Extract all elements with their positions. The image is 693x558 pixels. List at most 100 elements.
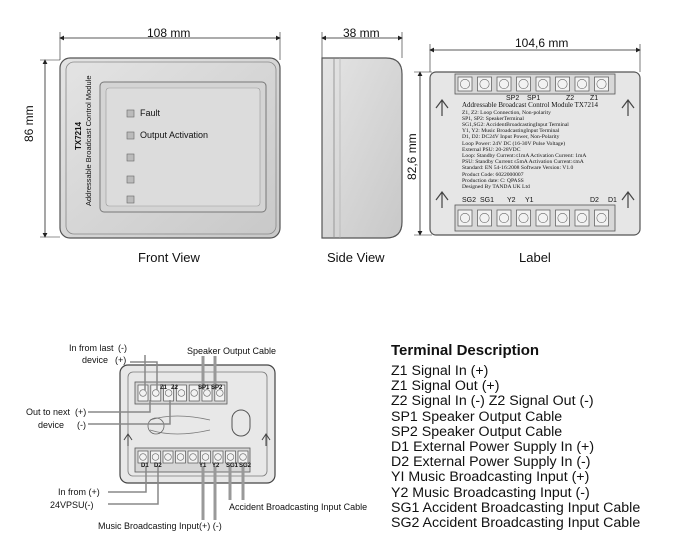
wiring-terminal-screw-head: [239, 453, 247, 461]
led-5: [126, 195, 135, 204]
label-terminal-screw-head: [538, 213, 548, 223]
wiring-terminal-screw-head: [189, 453, 197, 461]
label-spec-line: Z1, Z2: Loop Connection, Non-polarity: [462, 109, 551, 116]
label-terminal-screw: [594, 209, 609, 227]
front-width-dimension: 108 mm: [147, 26, 191, 40]
wiring-term-z1: Z1: [160, 385, 168, 391]
label-housing: [429, 71, 641, 236]
in-from-last-plus: (+): [115, 355, 127, 365]
speaker-output-cable-label: Speaker Output Cable: [187, 346, 277, 356]
wiring-terminal-screw: [163, 384, 174, 402]
wiring-terminal-screw-head: [214, 453, 222, 461]
wiring-terminal-screw-head: [177, 389, 186, 397]
wiring-term-d2: D2: [154, 463, 162, 469]
wiring-term-z2: Z2: [171, 385, 179, 391]
label-terminal-screw: [516, 209, 531, 227]
terminal-description-item: D2 External Power Supply In (-): [391, 454, 591, 471]
wiring-term-sp2: SP2: [211, 385, 223, 391]
in-from-last-minus: (-): [118, 343, 127, 353]
label-spec-line: SP1, SP2: SpeakerTerminal: [462, 115, 524, 122]
label-terminal-screw-head: [479, 79, 490, 89]
out-to-next-minus: (-): [77, 420, 86, 430]
wiring-terminal-screw: [150, 450, 161, 464]
out-to-next-plus: (+): [75, 407, 87, 417]
led-4: [126, 175, 135, 184]
psu-label: 24VPSU(-): [50, 500, 94, 510]
wiring-terminal-screw: [225, 450, 236, 464]
wiring-terminal-screw-head: [139, 389, 147, 397]
label-top-term-z2: Z2: [566, 95, 575, 102]
wiring-terminal-screw-head: [151, 453, 160, 461]
front-view-caption: Front View: [138, 250, 200, 265]
terminal-description-item: Z1 Signal In (+): [391, 363, 489, 379]
wiring-term-y2: Y2: [212, 463, 220, 469]
label-terminal-screw-head: [499, 79, 509, 89]
label-spec-line: Loop Power: 24V DC (16-30V Pulse Voltage…: [462, 140, 566, 147]
label-terminal-screw-head: [479, 213, 490, 223]
wiring-terminal-screw: [200, 450, 211, 464]
terminal-description-list: Z1 Signal In (+) Z1 Signal Out (+) Z2 Si…: [391, 363, 641, 532]
label-spec-line: Production date: C: QPASS: [462, 177, 524, 184]
output-led: [126, 131, 135, 140]
front-product-text: Addressable Broadcast Control Module: [84, 75, 93, 207]
fault-label: Fault: [140, 108, 161, 118]
side-view-caption: Side View: [327, 250, 385, 265]
terminal-description-item: SG2 Accident Broadcasting Input Cable: [391, 515, 641, 532]
side-width-dimension: 38 mm: [343, 26, 380, 40]
label-width-dimension: 104,6 mm: [515, 36, 569, 50]
wiring-terminal-screw: [187, 450, 199, 464]
label-terminal-screw-head: [577, 79, 587, 89]
label-spec-line: D1, D2: DC24V Input Power, Non-Polarity: [462, 134, 560, 141]
label-top-term-sp1: SP1: [527, 95, 541, 102]
out-to-next-device: device: [38, 420, 65, 430]
label-bot-term-sg2: SG2: [462, 197, 477, 204]
label-spec-line: PSU: Standby Current:≤5mA Activation Cur…: [462, 159, 584, 166]
terminal-description-item: Z1 Signal Out (+): [391, 378, 500, 395]
led-3: [126, 153, 135, 162]
label-terminal-screw-head: [538, 79, 548, 89]
label-terminal-screw-head: [596, 213, 607, 223]
wiring-terminal-screw-head: [226, 453, 235, 461]
in-from-psu-label: In from (+): [58, 487, 100, 497]
label-bottom-terminal-block: [454, 204, 616, 232]
label-view: [414, 44, 641, 236]
side-view: [321, 32, 403, 239]
label-spec-line: Loop: Standby Current:≤1mA Activation Cu…: [462, 152, 587, 159]
label-spec-line: Standard: EN 54-16:2008 Software Version…: [462, 165, 574, 172]
accident-input-label: Accident Broadcasting Input Cable: [229, 502, 368, 512]
wiring-diagram: [88, 355, 276, 520]
label-height-dimension: 82,6 mm: [405, 133, 419, 180]
wiring-terminal-screw: [150, 384, 162, 402]
terminal-description-title: Terminal Description: [391, 342, 540, 359]
in-from-last-label: In from last: [69, 343, 114, 353]
terminal-description-item: Y2 Music Broadcasting Input (-): [391, 484, 590, 501]
label-terminal-screw-head: [557, 79, 568, 89]
label-terminal-screw-head: [460, 213, 470, 223]
wiring-terminal-screw: [137, 450, 149, 464]
label-spec-line: Y1, Y2: Music BroadcastingInput Terminal: [462, 128, 560, 135]
wiring-terminal-screw: [176, 384, 187, 402]
wiring-terminal-screw: [201, 384, 213, 402]
wiring-terminal-screw-head: [190, 389, 198, 397]
wiring-terminal-screw: [237, 450, 249, 464]
terminal-description-item: YI Music Broadcasting Input (+): [391, 469, 590, 486]
label-model: TX7214: [574, 101, 598, 109]
label-terminal-screw: [535, 209, 551, 227]
label-terminal-screw: [574, 209, 590, 227]
terminal-description-item: D1 External Power Supply In (+): [391, 439, 595, 456]
music-input-label: Music Broadcasting Input(+) (-): [98, 521, 222, 531]
fault-led: [126, 109, 135, 118]
wiring-terminal-screw-head: [176, 453, 185, 461]
wiring-term-sg2: SG2: [239, 463, 252, 469]
wiring-terminal-screw-head: [139, 453, 147, 461]
label-bot-term-y2: Y2: [507, 197, 516, 204]
front-height-dimension: 86 mm: [22, 105, 36, 142]
label-spec-line: External PSU: 20-28VDC: [462, 146, 521, 153]
front-model-text: TX7214: [74, 121, 83, 150]
label-top-term-sp2: SP2: [506, 95, 520, 102]
label-terminal-screw: [555, 209, 570, 227]
terminal-description-item: SG1 Accident Broadcasting Input Cable: [391, 499, 641, 516]
label-terminal-screw-head: [596, 79, 607, 89]
terminal-description-item: SP1 Speaker Output Cable: [391, 408, 563, 425]
